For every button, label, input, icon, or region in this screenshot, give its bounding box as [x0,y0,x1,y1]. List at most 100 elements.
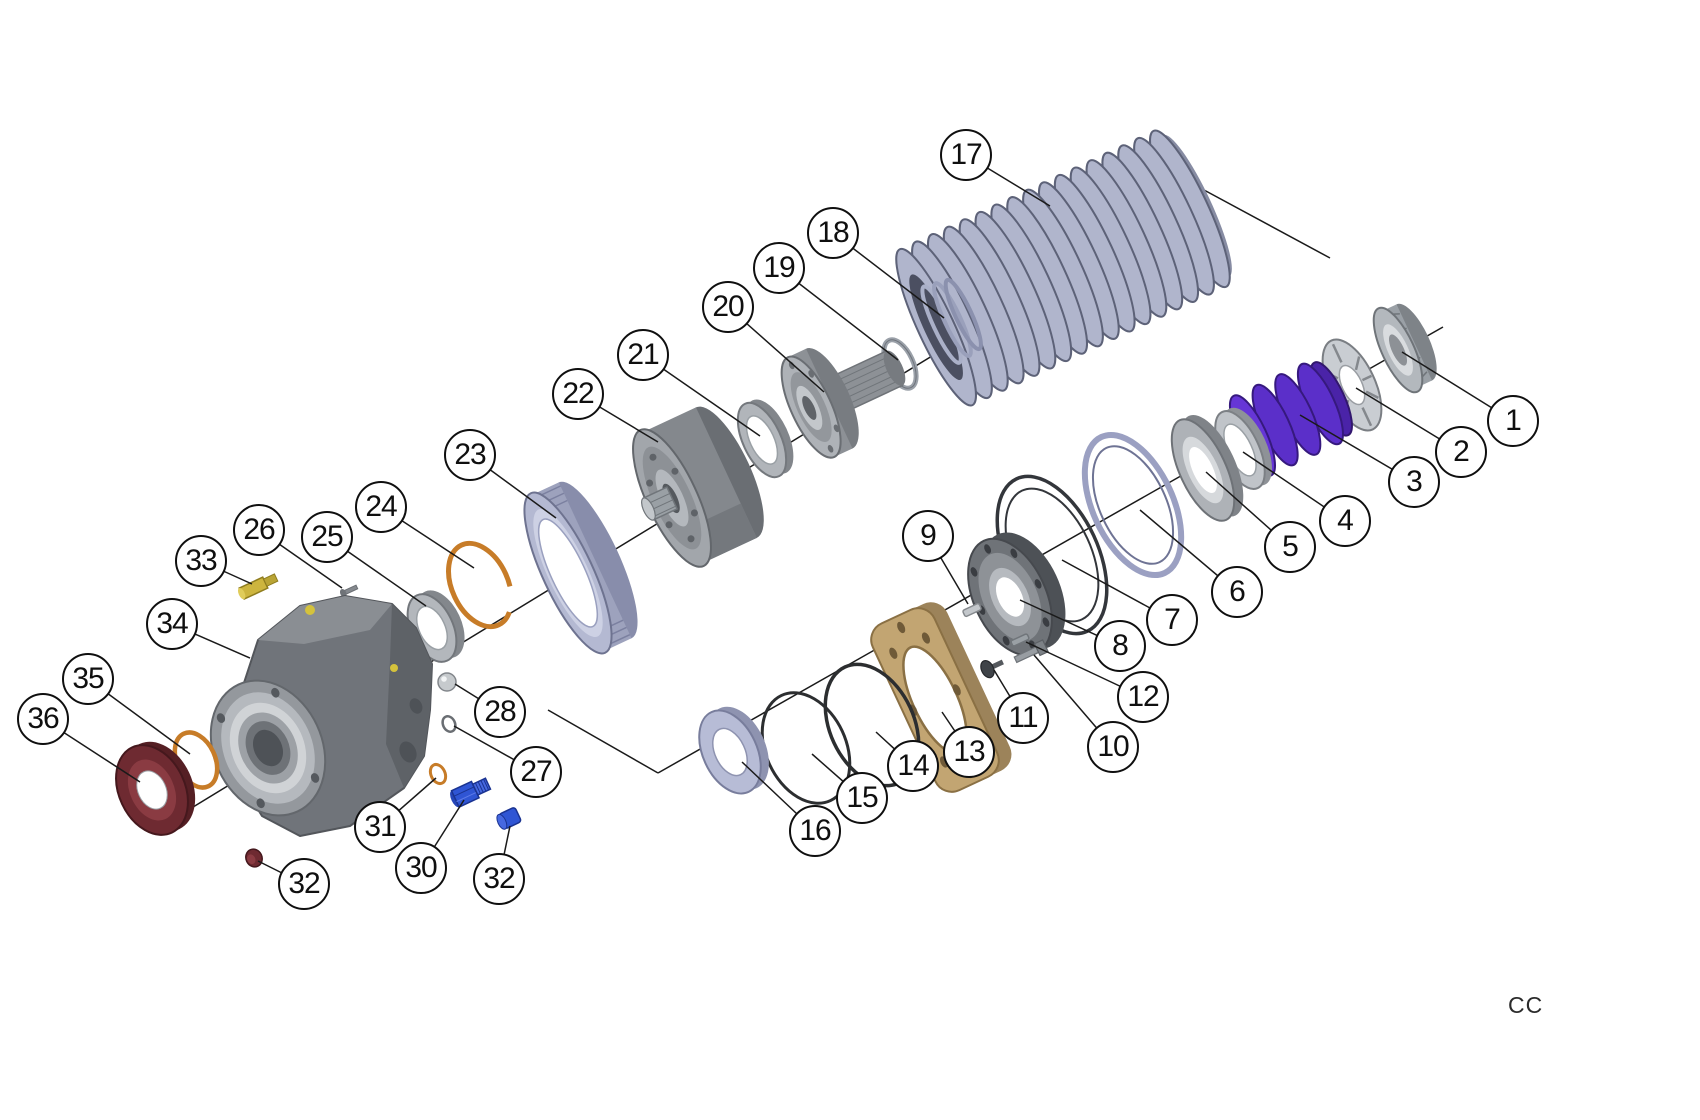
part-27-ring-tiny [441,715,457,733]
callout-balloon-6: 6 [1211,566,1263,618]
part-1-bearing [1372,303,1437,394]
part-30-fitting-blue [450,777,492,809]
part-34-housing [209,595,433,837]
part-31-oring-small [428,762,448,786]
callout-number: 15 [846,781,878,814]
callout-number: 16 [799,814,831,847]
callout-number: 36 [27,702,59,735]
callout-number: 17 [950,138,982,171]
callout-balloon-5: 5 [1264,521,1316,573]
callout-number: 32 [483,862,515,895]
callout-number: 27 [520,755,552,788]
callout-balloon-15: 15 [836,772,888,824]
callout-balloon-20: 20 [702,281,754,333]
callout-balloon-21: 21 [617,329,669,381]
callout-balloon-24: 24 [355,481,407,533]
callout-number: 18 [817,216,849,249]
callout-number: 34 [156,607,188,640]
callout-balloon-14: 14 [887,740,939,792]
part-6-ring-large [1081,431,1185,579]
callout-balloon-19: 19 [753,242,805,294]
callout-balloon-4: 4 [1319,495,1371,547]
part-9-pin [962,602,982,618]
callout-balloon-3: 3 [1388,456,1440,508]
callout-balloon-22: 22 [552,368,604,420]
callout-number: 35 [72,662,104,695]
part-20-splined-hub [780,348,906,459]
callout-number: 19 [763,251,795,284]
callout-number: 31 [364,810,396,843]
callout-balloon-28: 28 [474,686,526,738]
callout-number: 13 [953,735,985,768]
callout-number: 21 [627,338,659,371]
housing-bore [209,679,327,817]
part-23-ring-gear [523,481,638,655]
callout-balloon-26: 26 [233,504,285,556]
callout-balloon-33: 33 [175,535,227,587]
part-22-cylinder-block [632,406,764,568]
callout-number: 1 [1505,404,1522,437]
watermark-text: CC [1508,992,1544,1018]
callout-number: 10 [1097,730,1129,763]
housing-grease-mark [305,605,315,615]
callout-number: 8 [1112,629,1129,662]
callout-balloon-32: 32 [278,858,330,910]
callout-balloon-11: 11 [997,692,1049,744]
part-33-fitting-yellow [237,573,279,601]
callout-balloon-18: 18 [807,207,859,259]
part-8-bearing-flange [967,532,1066,657]
callout-balloon-30: 30 [395,842,447,894]
part-32-plug-maroon [245,848,263,868]
callout-number: 30 [405,851,437,884]
callout-number: 12 [1127,680,1159,713]
callout-balloon-16: 16 [789,805,841,857]
callout-number: 6 [1229,575,1246,608]
callout-balloon-25: 25 [301,511,353,563]
callout-balloon-1: 1 [1487,395,1539,447]
part-15-oring [760,691,852,805]
callout-balloon-32: 32 [473,853,525,905]
callout-balloon-8: 8 [1094,620,1146,672]
callout-balloon-31: 31 [354,801,406,853]
callout-balloon-23: 23 [444,429,496,481]
callout-number: 2 [1453,435,1470,468]
callout-number: 32 [288,867,320,900]
callout-number: 9 [920,519,937,552]
callout-number: 4 [1337,504,1354,537]
callout-balloon-9: 9 [902,510,954,562]
part-28-ball [437,672,457,692]
part-12-pin [1010,633,1030,647]
part-16-washer [698,706,769,795]
callout-number: 3 [1406,465,1423,498]
housing-grease-mark [390,664,398,672]
callout-number: 14 [897,749,929,782]
callout-number: 33 [185,544,217,577]
callout-balloon-13: 13 [943,726,995,778]
callout-balloon-17: 17 [940,129,992,181]
callout-number: 23 [454,438,486,471]
callout-number: 11 [1008,701,1038,734]
part-25-ring [406,590,465,663]
part-36-seal [115,741,196,836]
callout-balloon-12: 12 [1117,671,1169,723]
callout-number: 25 [311,520,343,553]
part-32-plug-blue [496,807,522,830]
callout-balloon-27: 27 [510,746,562,798]
callout-balloon-2: 2 [1435,426,1487,478]
callout-balloon-7: 7 [1146,594,1198,646]
callout-number: 28 [484,695,516,728]
callout-balloon-34: 34 [146,598,198,650]
housing-port [399,741,417,763]
part-4-ring [1214,407,1272,490]
callout-number: 7 [1164,603,1181,636]
callout-number: 20 [712,290,744,323]
housing-port [409,698,423,714]
callout-number: 22 [562,377,594,410]
callout-balloon-36: 36 [17,693,69,745]
parts-layer [115,129,1437,868]
part-21-ring [736,399,794,479]
callout-number: 26 [243,513,275,546]
callout-number: 5 [1282,530,1299,563]
